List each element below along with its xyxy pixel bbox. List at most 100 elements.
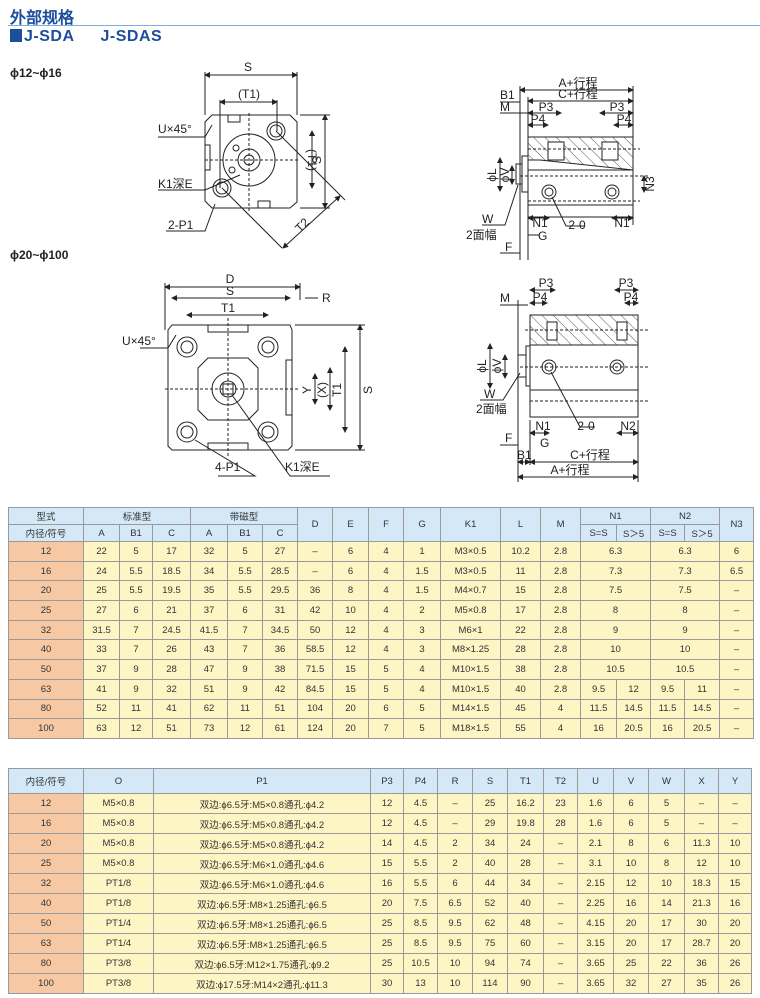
- table-cell: 24: [507, 833, 544, 854]
- column-header: T2: [543, 768, 578, 794]
- table-cell: 14.5: [684, 698, 721, 720]
- table-cell: 10.5: [580, 659, 652, 680]
- small-front-view: [158, 72, 346, 249]
- table-cell: 3.65: [577, 953, 614, 974]
- table-cell: 71.5: [297, 659, 334, 680]
- table-cell: 20: [8, 833, 84, 854]
- table-cell: 104: [297, 698, 334, 720]
- table-cell: 11: [119, 698, 153, 720]
- table-cell: M5×0.8: [83, 833, 154, 854]
- table-cell: 1: [403, 541, 442, 562]
- table-cell: 62: [472, 913, 508, 934]
- column-header: S: [472, 768, 508, 794]
- dim-label-t1: (T1): [238, 87, 260, 101]
- dim-label-a-stroke: A+行程: [558, 75, 597, 90]
- table-cell: 6.5: [719, 560, 755, 582]
- header-n1: N1: [580, 507, 652, 525]
- table-cell: 7: [119, 639, 153, 661]
- table-cell: 55: [500, 718, 542, 739]
- table-cell: 52: [83, 698, 120, 720]
- table-cell: 21: [151, 600, 192, 621]
- table-cell: 6: [332, 560, 370, 582]
- table-cell: 双边:ϕ6.5牙:M5×0.8通孔:ϕ4.2: [153, 793, 371, 814]
- table-cell: 15: [332, 678, 370, 700]
- table-cell: 4: [368, 541, 405, 562]
- table-cell: 17: [500, 600, 542, 621]
- dim-label-k1: K1深E: [158, 177, 193, 191]
- dim-label-p1: 4-P1: [215, 460, 241, 474]
- header-b1: B1: [227, 524, 264, 542]
- table-cell: 45: [500, 698, 542, 720]
- table-cell: –: [719, 678, 755, 700]
- table-cell: M5×0.8: [83, 813, 154, 834]
- table-cell: –: [684, 813, 719, 834]
- table-cell: M3×0.5: [440, 541, 502, 562]
- table-cell: 16: [718, 893, 752, 914]
- table-cell: 19.5: [151, 580, 192, 602]
- header-bore: 内径/符号: [8, 524, 84, 542]
- table-cell: 7.3: [650, 560, 721, 582]
- table-cell: 94: [472, 953, 508, 974]
- table-cell: 2.8: [540, 678, 582, 700]
- dim-label-s-vertical: S: [310, 156, 324, 164]
- dim-label-p4: P4: [531, 112, 546, 126]
- table-cell: 双边:ϕ6.5牙:M6×1.0通孔:ϕ4.6: [153, 853, 371, 874]
- dim-label-f: F: [505, 431, 512, 445]
- table-cell: 16: [613, 893, 649, 914]
- table-cell: 20.5: [684, 718, 721, 739]
- table-cell: M10×1.5: [440, 659, 502, 680]
- table-cell: 17: [648, 913, 685, 934]
- page-title: 外部规格: [10, 8, 75, 27]
- header-d: D: [297, 507, 334, 542]
- dim-label-s-vertical: S: [361, 386, 375, 394]
- table-cell: 1.6: [577, 813, 614, 834]
- table-cell: 12: [370, 813, 404, 834]
- table-cell: 16: [580, 718, 618, 739]
- dim-label-n1: N1: [535, 419, 551, 433]
- table-cell: 21.3: [684, 893, 719, 914]
- table-cell: 2: [437, 833, 473, 854]
- dim-label-p4: P4: [533, 290, 548, 304]
- table-cell: 5.5: [119, 580, 153, 602]
- table-cell: –: [543, 973, 578, 994]
- table-cell: 41: [83, 678, 120, 700]
- table-cell: 18.5: [151, 560, 192, 582]
- dim-label-m: M: [500, 291, 510, 305]
- table-cell: 1.6: [577, 793, 614, 814]
- table-cell: 43: [190, 639, 229, 661]
- table-cell: 28.5: [262, 560, 299, 582]
- header-a: A: [83, 524, 120, 542]
- table-cell: 20: [8, 580, 84, 602]
- dim-label-t1: T1: [221, 301, 235, 315]
- table-cell: 10.2: [500, 541, 542, 562]
- table-cell: 20: [332, 718, 370, 739]
- table-cell: 35: [684, 973, 719, 994]
- table-cell: 6: [332, 541, 370, 562]
- dim-label-p4: P4: [624, 290, 639, 304]
- table-cell: 34: [472, 833, 508, 854]
- table-cell: 5: [119, 541, 153, 562]
- table-cell: 31: [262, 600, 299, 621]
- table-cell: 2.8: [540, 600, 582, 621]
- table-cell: M4×0.7: [440, 580, 502, 602]
- table-cell: –: [543, 933, 578, 954]
- dim-label-phi-l: ϕL: [475, 359, 489, 373]
- table-cell: 5: [368, 659, 405, 680]
- table-cell: 22: [648, 953, 685, 974]
- table-cell: 9: [119, 678, 153, 700]
- table-cell: 4: [368, 580, 405, 602]
- table-cell: PT1/8: [83, 873, 154, 894]
- table-cell: 9: [119, 659, 153, 680]
- table-cell: –: [437, 793, 473, 814]
- table-cell: 6: [119, 600, 153, 621]
- header-n1-ss: S=S: [580, 524, 618, 542]
- table-cell: 6: [227, 600, 264, 621]
- table-cell: 6: [437, 873, 473, 894]
- table-cell: 11.5: [580, 698, 618, 720]
- table-cell: 29.5: [262, 580, 299, 602]
- table-cell: 20.5: [616, 718, 652, 739]
- table-cell: 16: [370, 873, 404, 894]
- table-cell: 9.5: [437, 913, 473, 934]
- dim-label-m: M: [500, 100, 510, 114]
